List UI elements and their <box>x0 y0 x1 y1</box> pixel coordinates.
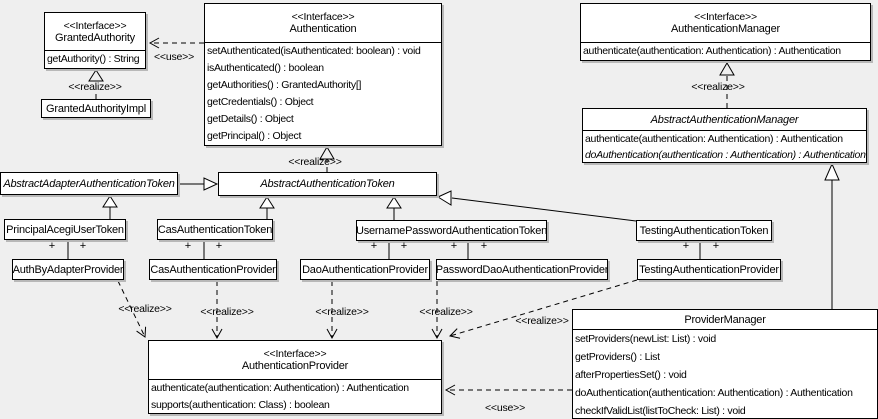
stereotype-label: <<Interface>> <box>63 19 127 32</box>
method-row: authenticate(authentication: Authenticat… <box>585 133 843 145</box>
stereotype-label: <<Interface>> <box>694 11 757 23</box>
edge-realize-abstracttoken-to-authentication <box>319 146 335 172</box>
stereotype-label: <<Interface>> <box>263 348 327 360</box>
class-granted-authority: <<Interface>> GrantedAuthority getAuthor… <box>44 12 146 69</box>
class-testing-authentication-token: TestingAuthenticationToken <box>636 220 772 241</box>
method-row: setProviders(newList: List) : void <box>575 333 716 345</box>
edge-label-use-providermanager: <<use>> <box>484 402 526 414</box>
assoc-end-plus: + <box>450 240 458 252</box>
assoc-end-plus: + <box>480 240 488 252</box>
edge-label-realize-passworddao: <<realize>> <box>419 306 473 318</box>
edge-realize-abstractmanager-to-authenticationmanager <box>719 62 735 108</box>
class-name: TestingAuthenticationProvider <box>639 263 779 276</box>
method-row: getDetails() : Object <box>207 113 294 125</box>
method-row: doAuthentication(authentication: Authent… <box>575 387 853 399</box>
class-name: AuthenticationManager <box>671 23 780 35</box>
method-row: checkIfValidList(listToCheck: List) : vo… <box>575 405 746 417</box>
class-provider-manager: ProviderManager setProviders(newList: Li… <box>572 309 878 419</box>
method-row: getProviders() : List <box>575 351 660 363</box>
edge-label-realize-abstracttoken: <<realize>> <box>288 156 342 168</box>
method-row: getCredentials() : Object <box>207 96 314 108</box>
assoc-end-plus: + <box>48 240 56 252</box>
edge-realize-authbyadapter-to-authprovider <box>117 280 147 338</box>
edge-realize-testingprovider-to-authprovider <box>449 279 638 339</box>
edge-label-realize-grantedauthorityimpl: <<realize>> <box>68 81 122 93</box>
method-row: getAuthority() : String <box>47 53 140 65</box>
edge-gen-adaptertoken-to-abstracttoken <box>178 177 219 191</box>
class-name: ProviderManager <box>684 313 766 326</box>
class-name: DaoAuthenticationProvider <box>302 263 428 276</box>
method-row: authenticate(authentication: Authenticat… <box>583 45 841 57</box>
edge-gen-usernametoken-to-abstracttoken <box>386 196 402 220</box>
class-authentication: <<Interface>> Authentication setAuthenti… <box>204 3 442 146</box>
edge-gen-castoken-to-abstracttoken <box>259 196 275 219</box>
method-row: setAuthenticated(isAuthenticated: boolea… <box>207 45 421 57</box>
class-auth-by-adapter-provider: AuthByAdapterProvider <box>12 259 124 280</box>
assoc-end-plus: + <box>370 240 378 252</box>
class-cas-authentication-provider: CasAuthenticationProvider <box>149 259 277 280</box>
class-name: AbstractAdapterAuthenticationToken <box>3 177 175 190</box>
assoc-end-plus: + <box>79 240 87 252</box>
edge-gen-testingtoken-to-abstracttoken <box>436 190 637 222</box>
class-testing-authentication-provider: TestingAuthenticationProvider <box>637 259 781 280</box>
edge-gen-principaltoken-to-adaptertoken <box>102 195 118 219</box>
class-abstract-adapter-authentication-token: AbstractAdapterAuthenticationToken <box>0 172 178 195</box>
stereotype-label: <<Interface>> <box>291 11 355 23</box>
class-name: UsernamePasswordAuthenticationToken <box>356 224 547 237</box>
assoc-end-plus: + <box>682 240 690 252</box>
assoc-end-plus: + <box>184 240 192 252</box>
class-name: PrincipalAcegiUserToken <box>6 223 124 236</box>
class-dao-authentication-provider: DaoAuthenticationProvider <box>300 259 430 280</box>
class-password-dao-authentication-provider: PasswordDaoAuthenticationProvider <box>436 259 608 280</box>
edge-label-use-grantedauthority: <<use>> <box>153 51 195 63</box>
class-name: AbstractAuthenticationManager <box>650 113 799 126</box>
method-row: getPrincipal() : Object <box>207 130 302 142</box>
class-abstract-authentication-token: AbstractAuthenticationToken <box>218 172 437 196</box>
class-granted-authority-impl: GrantedAuthorityImpl <box>41 99 151 118</box>
class-name: AbstractAuthenticationToken <box>260 178 395 190</box>
class-authentication-provider: <<Interface>> AuthenticationProvider aut… <box>148 340 442 414</box>
edge-label-realize-daoprovider: <<realize>> <box>315 306 369 318</box>
method-row: isAuthenticated() : boolean <box>207 62 324 74</box>
edge-label-realize-testingprovider: <<realize>> <box>515 315 569 327</box>
edge-label-realize-abstractmanager: <<realize>> <box>691 81 745 93</box>
class-abstract-authentication-manager: AbstractAuthenticationManager authentica… <box>582 108 867 163</box>
method-row: supports(authentication: Class) : boolea… <box>151 399 330 411</box>
method-row: getAuthorities() : GrantedAuthority[] <box>207 79 362 91</box>
assoc-end-plus: + <box>400 240 408 252</box>
class-name: AuthenticationProvider <box>241 360 349 372</box>
class-principal-acegi-user-token: PrincipalAcegiUserToken <box>4 219 126 240</box>
edge-label-realize-authbyadapter: <<realize>> <box>118 303 172 315</box>
class-name: GrantedAuthorityImpl <box>46 102 146 115</box>
class-name: TestingAuthenticationToken <box>639 224 769 237</box>
class-cas-authentication-token: CasAuthenticationToken <box>157 219 273 240</box>
class-name: PasswordDaoAuthenticationProvider <box>436 263 608 276</box>
method-row: afterPropertiesSet() : void <box>575 369 687 381</box>
class-name: AuthByAdapterProvider <box>12 263 124 276</box>
edge-gen-providermanager-to-abstractmanager <box>824 162 840 309</box>
assoc-end-plus: + <box>712 240 720 252</box>
class-authentication-manager: <<Interface>> AuthenticationManager auth… <box>580 3 871 61</box>
class-name: CasAuthenticationProvider <box>150 263 276 276</box>
class-username-password-authentication-token: UsernamePasswordAuthenticationToken <box>356 220 547 241</box>
method-row: doAuthentication(authentication : Authen… <box>585 149 866 161</box>
edge-realize-impl-to-grantedauthority <box>88 69 104 99</box>
class-name: GrantedAuthority <box>55 31 135 44</box>
method-row: authenticate(authentication: Authenticat… <box>151 382 409 394</box>
class-name: Authentication <box>289 23 357 35</box>
class-name: CasAuthenticationToken <box>157 223 273 236</box>
edge-label-realize-casprovider: <<realize>> <box>200 306 254 318</box>
assoc-end-plus: + <box>215 240 223 252</box>
